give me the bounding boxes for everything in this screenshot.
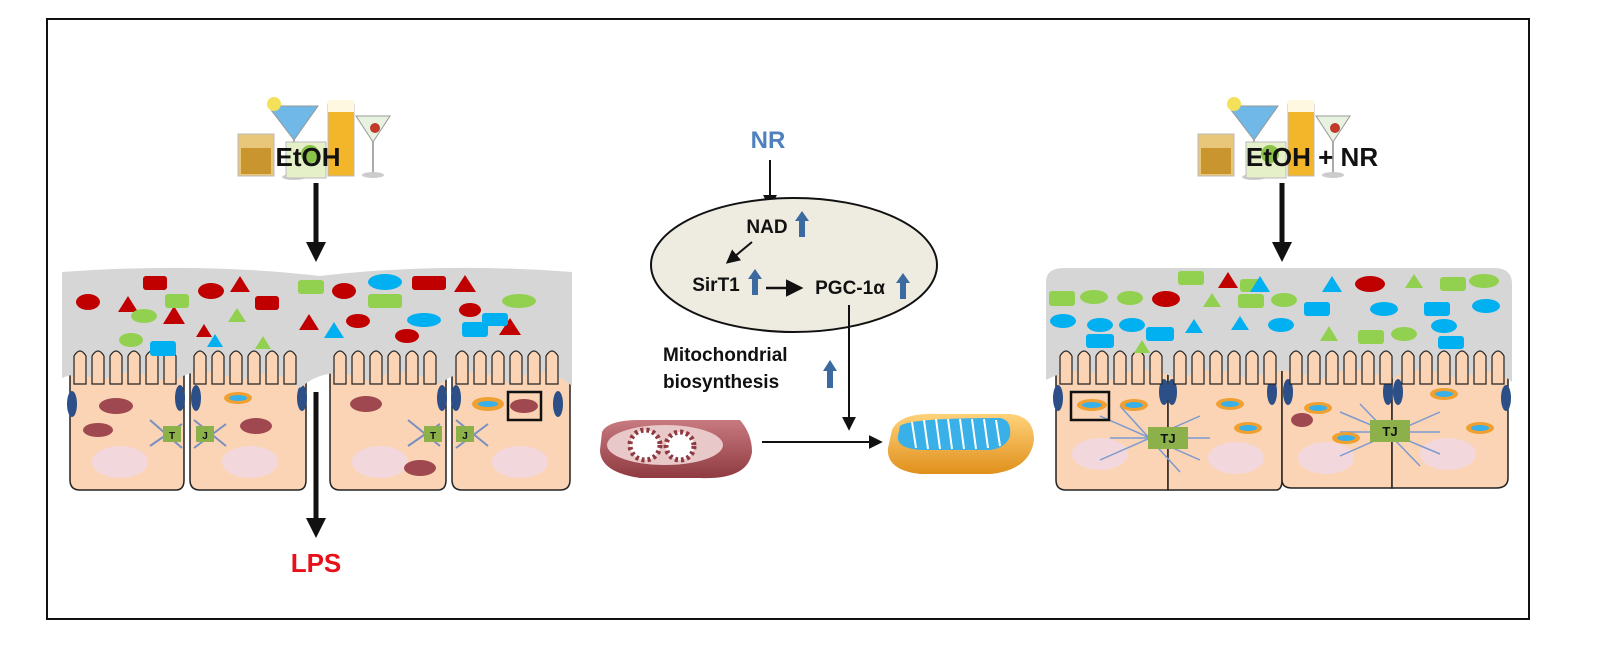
lps-label: LPS [291, 548, 342, 578]
right-junction-label-2: TJ [1382, 424, 1397, 439]
mito-biosynthesis-label-line2: biosynthesis [663, 372, 779, 393]
left-junction-label-4: J [462, 431, 468, 442]
left-mucus-layer [62, 267, 572, 388]
left-junction-label-2: J [202, 431, 208, 442]
pgc-label: PGC-1α [815, 278, 885, 299]
right-mucus-layer [1046, 268, 1512, 385]
left-treatment-label: EtOH [276, 142, 341, 172]
right-junction-label-1: TJ [1160, 431, 1175, 446]
left-junction-label-1: T [169, 431, 175, 442]
sirt1-up-arrow-icon [748, 269, 762, 295]
mito-biosynthesis-label-line1: Mitochondrial [663, 345, 788, 366]
left-junction-label-3: T [430, 431, 436, 442]
damaged-mitochondrion [600, 420, 752, 479]
nad-label: NAD [746, 217, 787, 238]
biosynthesis-up-arrow-icon [823, 360, 837, 388]
nad-pathway-ellipse [650, 197, 938, 333]
right-treatment-label: EtOH + NR [1246, 142, 1378, 172]
pgc-up-arrow-icon [896, 273, 910, 299]
sirt1-label: SirT1 [692, 275, 740, 296]
nad-up-arrow-icon [795, 211, 809, 237]
figure-border [46, 18, 1530, 620]
nad-to-sirt1-arrow [725, 241, 753, 264]
healthy-mitochondrion [887, 413, 1034, 474]
nr-label: NR [751, 127, 786, 154]
